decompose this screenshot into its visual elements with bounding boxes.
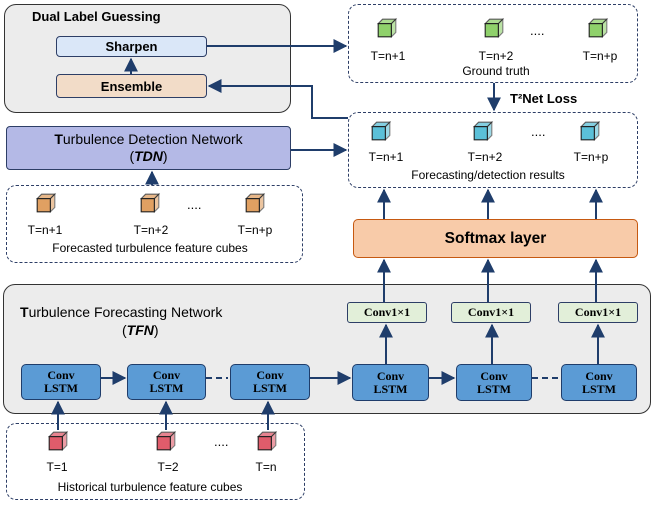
hist-ellipsis: ....	[214, 434, 229, 449]
conv1x1-box-1: Conv1×1	[347, 302, 427, 323]
tfn-panel	[3, 284, 651, 414]
gt-cube-icon	[588, 18, 608, 38]
arrow-results-ensemble	[207, 79, 348, 119]
ground-truth-panel	[348, 4, 638, 83]
convlstm-line1: Conv	[480, 368, 508, 383]
convlstm-line2: LSTM	[581, 381, 616, 396]
gt-cube-icon	[377, 18, 397, 38]
forecast-label-2: T=n+2	[133, 223, 169, 237]
convlstm-line1: Conv	[47, 368, 75, 382]
tdn-abbr-close: )	[162, 148, 168, 164]
gt-cube-icon	[484, 18, 504, 38]
forecast-cube-icon	[245, 193, 265, 213]
gt-label-1: T=n+1	[370, 49, 406, 63]
softmax-layer: Softmax layer	[353, 219, 638, 258]
hist-cube-icon	[48, 431, 68, 451]
tdn-abbr: (TDN)	[129, 148, 167, 165]
tdn-box: Turbulence Detection Network (TDN)	[6, 126, 291, 170]
convlstm-line1: Conv	[256, 368, 284, 382]
convlstm-line1: Conv	[585, 368, 613, 383]
tdn-title-initial: T	[54, 131, 63, 147]
conv1x1-box-2: Conv1×1	[451, 302, 531, 323]
convlstm-line2: LSTM	[43, 381, 78, 395]
gt-label-3: T=n+p	[582, 49, 618, 63]
gt-ellipsis: ....	[530, 23, 545, 38]
gt-label-2: T=n+2	[478, 49, 514, 63]
label-guessing-title: Dual Label Guessing	[32, 9, 161, 24]
forecast-caption: Forecasted turbulence feature cubes	[52, 241, 248, 255]
result-cube-icon	[371, 121, 391, 141]
tfn-abbr-close: )	[153, 322, 159, 338]
hist-caption: Historical turbulence feature cubes	[57, 480, 243, 494]
convlstm-line2: LSTM	[149, 381, 184, 395]
tfn-title-rest: urbulence Forecasting Network	[28, 304, 223, 320]
gt-caption: Ground truth	[462, 64, 530, 78]
hist-cube-icon	[257, 431, 277, 451]
forecast-label-3: T=n+p	[237, 223, 273, 237]
convlstm-line2: LSTM	[252, 381, 287, 395]
hist-label-1: T=1	[46, 460, 68, 474]
result-ellipsis: ....	[531, 124, 546, 139]
tfn-title: Turbulence Forecasting Network	[20, 304, 222, 320]
tdn-abbr-open: (	[129, 148, 135, 164]
tfn-abbr-text: TFN	[126, 322, 154, 338]
loss-label: T²Net Loss	[510, 91, 578, 106]
hist-cube-icon	[156, 431, 176, 451]
forecast-cube-icon	[140, 193, 160, 213]
hist-label-3: T=n	[255, 460, 277, 474]
conv1x1-box-3: Conv1×1	[558, 302, 638, 323]
forecast-label-1: T=n+1	[27, 223, 63, 237]
sharpen-box: Sharpen	[56, 36, 207, 57]
convlstm-line1: Conv	[376, 368, 405, 383]
result-label-2: T=n+2	[467, 150, 503, 164]
convlstm-line1: Conv	[152, 368, 181, 382]
result-cube-icon	[473, 121, 493, 141]
tdn-title-rest: urbulence Detection Network	[62, 131, 243, 147]
convlstm-line2: LSTM	[373, 381, 408, 396]
hist-label-2: T=2	[157, 460, 179, 474]
result-label-3: T=n+p	[573, 150, 609, 164]
forecast-cube-icon	[36, 193, 56, 213]
result-cube-icon	[580, 121, 600, 141]
tfn-title-initial: T	[20, 304, 29, 320]
convlstm-line2: LSTM	[476, 381, 511, 396]
tdn-title: Turbulence Detection Network	[54, 131, 242, 148]
forecast-ellipsis: ....	[187, 197, 202, 212]
result-caption: Forecasting/detection results	[411, 168, 565, 182]
tdn-abbr-text: TDN	[134, 148, 163, 164]
result-label-1: T=n+1	[368, 150, 404, 164]
tfn-abbr-open: (	[122, 322, 127, 338]
tfn-abbr: (TFN)	[122, 322, 159, 338]
ensemble-box: Ensemble	[56, 74, 207, 98]
